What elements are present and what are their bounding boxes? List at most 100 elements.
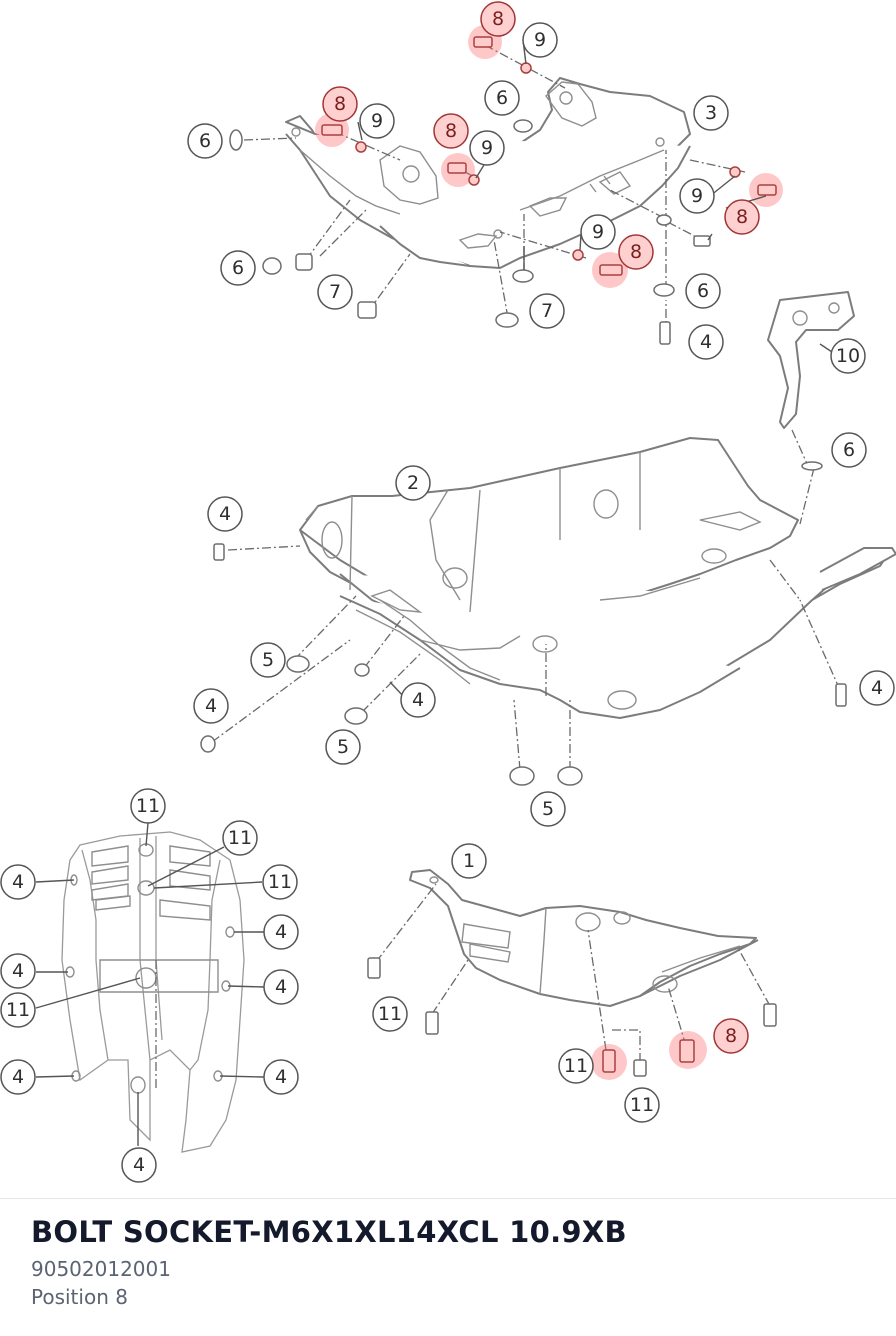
callout-label: 4	[275, 1066, 287, 1088]
callout-label: 4	[219, 503, 231, 525]
callout-label: 5	[337, 736, 349, 758]
callout-11[interactable]: 11	[222, 820, 258, 856]
callout-label: 4	[12, 871, 24, 893]
callout-label: 5	[542, 798, 554, 820]
side-bracket	[767, 291, 855, 429]
bracket-guide-2	[799, 467, 815, 525]
callout-label: 6	[496, 87, 508, 109]
callout-label: 4	[12, 960, 24, 982]
callout-4[interactable]: 4	[263, 914, 299, 950]
callout-label: 11	[6, 999, 30, 1021]
part-number: 90502012001	[31, 1257, 171, 1281]
callout-5[interactable]: 5	[325, 729, 361, 765]
callout-label: 8	[492, 8, 504, 30]
callout-8[interactable]: 8	[724, 199, 760, 235]
callout-4[interactable]: 4	[263, 1059, 299, 1095]
callout-label: 9	[481, 137, 493, 159]
bracket-guide	[791, 429, 809, 467]
callout-11[interactable]: 11	[130, 788, 166, 824]
callout-label: 1	[463, 850, 475, 872]
callout-6[interactable]: 6	[685, 273, 721, 309]
callout-4[interactable]: 4	[263, 969, 299, 1005]
callout-7[interactable]: 7	[317, 274, 353, 310]
callout-label: 7	[541, 300, 553, 322]
callout-9[interactable]: 9	[580, 214, 616, 250]
callout-9[interactable]: 9	[679, 178, 715, 214]
skid-plate-front-view	[61, 831, 245, 1153]
callout-label: 4	[133, 1154, 145, 1176]
callout-label: 8	[445, 120, 457, 142]
callout-4[interactable]: 4	[859, 670, 895, 706]
callout-label: 9	[592, 221, 604, 243]
small-plate-hardware	[367, 957, 777, 1080]
callout-label: 4	[205, 695, 217, 717]
callout-5[interactable]: 5	[530, 791, 566, 827]
upper-mounting-frame	[285, 77, 691, 269]
callout-4[interactable]: 4	[0, 1059, 36, 1095]
middle-hardware	[200, 543, 847, 786]
callout-8[interactable]: 8	[618, 234, 654, 270]
callout-10[interactable]: 10	[830, 338, 866, 374]
callout-label: 11	[630, 1094, 654, 1116]
skid-plate-small	[409, 869, 759, 1007]
callout-2[interactable]: 2	[395, 465, 431, 501]
callout-4[interactable]: 4	[688, 324, 724, 360]
callout-label: 6	[697, 280, 709, 302]
callout-5[interactable]: 5	[250, 642, 286, 678]
skid-plate-main	[299, 437, 896, 719]
part-position: Position 8	[31, 1285, 128, 1309]
callout-8[interactable]: 8	[713, 1018, 749, 1054]
callout-4[interactable]: 4	[193, 688, 229, 724]
callout-7[interactable]: 7	[529, 293, 565, 329]
callout-label: 4	[412, 689, 424, 711]
callout-8[interactable]: 8	[480, 1, 516, 37]
callout-label: 6	[843, 439, 855, 461]
part-title: BOLT SOCKET-M6X1XL14XCL 10.9XB	[31, 1215, 627, 1249]
callout-6[interactable]: 6	[187, 123, 223, 159]
callout-label: 5	[262, 649, 274, 671]
callout-label: 4	[871, 677, 883, 699]
callout-11[interactable]: 11	[372, 996, 408, 1032]
callout-6[interactable]: 6	[220, 250, 256, 286]
front-view-leaders	[35, 822, 265, 1146]
callout-4[interactable]: 4	[0, 864, 36, 900]
callout-label: 11	[268, 871, 292, 893]
callout-3[interactable]: 3	[693, 95, 729, 131]
washer-6	[801, 461, 823, 471]
callout-label: 10	[836, 345, 860, 367]
callout-9[interactable]: 9	[359, 103, 395, 139]
callout-label: 2	[407, 472, 419, 494]
callout-label: 4	[275, 921, 287, 943]
callout-label: 11	[564, 1055, 588, 1077]
callout-label: 8	[736, 206, 748, 228]
callout-label: 6	[199, 130, 211, 152]
callout-label: 3	[705, 102, 717, 124]
callout-9[interactable]: 9	[522, 22, 558, 58]
callout-label: 11	[136, 795, 160, 817]
callout-label: 9	[534, 29, 546, 51]
callout-1[interactable]: 1	[451, 843, 487, 879]
callout-label: 4	[12, 1066, 24, 1088]
callout-label: 8	[630, 241, 642, 263]
callout-4[interactable]: 4	[207, 496, 243, 532]
callout-8[interactable]: 8	[322, 86, 358, 122]
callout-6[interactable]: 6	[484, 80, 520, 116]
part-info-panel: BOLT SOCKET-M6X1XL14XCL 10.9XB 905020120…	[0, 1198, 896, 1336]
callout-11[interactable]: 11	[0, 992, 36, 1028]
callout-label: 4	[275, 976, 287, 998]
callout-4[interactable]: 4	[400, 682, 436, 718]
callout-9[interactable]: 9	[469, 130, 505, 166]
callout-label: 11	[378, 1003, 402, 1025]
top-hardware	[229, 25, 783, 345]
callout-11[interactable]: 11	[624, 1087, 660, 1123]
small-plate-guides	[375, 883, 771, 1062]
callout-6[interactable]: 6	[831, 432, 867, 468]
callout-label: 4	[700, 331, 712, 353]
callout-11[interactable]: 11	[558, 1048, 594, 1084]
exploded-parts-diagram: 8 9 6 3 8 9 6 8 9 9 8 9 8 6 7 7 6 4 10 6…	[0, 1, 896, 1183]
callout-11[interactable]: 11	[262, 864, 298, 900]
callout-4[interactable]: 4	[121, 1147, 157, 1183]
callout-8[interactable]: 8	[433, 113, 469, 149]
callout-label: 7	[329, 281, 341, 303]
callout-4[interactable]: 4	[0, 953, 36, 989]
